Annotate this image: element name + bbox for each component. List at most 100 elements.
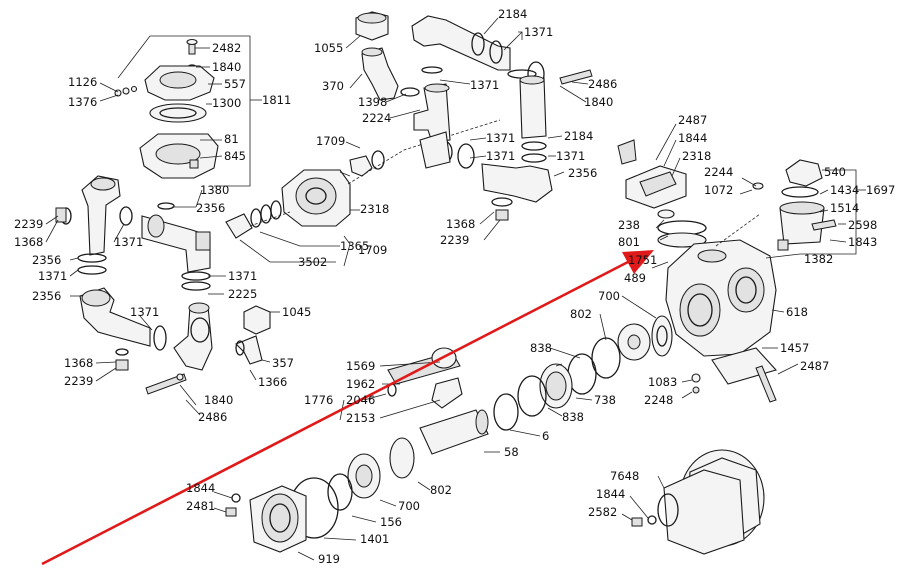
label-2318: 2318: [360, 202, 389, 216]
label-1709: 1709: [316, 134, 345, 148]
label-1380: 1380: [200, 183, 229, 197]
label-7648: 7648: [610, 469, 639, 483]
label-2248: 2248: [644, 393, 673, 407]
label-1072: 1072: [704, 183, 733, 197]
label-238: 238: [618, 218, 640, 232]
label-2356: 2356: [32, 289, 61, 303]
label-2486: 2486: [588, 77, 617, 91]
label-1401: 1401: [360, 532, 389, 546]
label-81: 81: [224, 132, 239, 146]
shaft-58: [419, 409, 489, 455]
label-2184: 2184: [564, 129, 593, 143]
bolt-2486-top: [559, 69, 593, 85]
assembly-2318: [225, 119, 501, 267]
label-802: 802: [430, 483, 452, 497]
label-58: 58: [504, 445, 519, 459]
elbow-357: [235, 335, 263, 365]
label-357: 357: [272, 356, 294, 370]
bracket-1811: [117, 35, 251, 187]
label-1697: 1697: [866, 183, 895, 197]
label-1844: 1844: [678, 131, 707, 145]
label-2224: 2224: [362, 111, 391, 125]
label-2582: 2582: [588, 505, 617, 519]
label-1371: 1371: [556, 149, 585, 163]
label-2487: 2487: [800, 359, 829, 373]
left-manifold: [45, 175, 280, 416]
label-370: 370: [322, 79, 344, 93]
label-2482: 2482: [212, 41, 241, 55]
label-1371: 1371: [114, 235, 143, 249]
label-6: 6: [542, 429, 549, 443]
label-1368: 1368: [14, 235, 43, 249]
label-2356: 2356: [568, 166, 597, 180]
label-1371: 1371: [486, 131, 515, 145]
label-801: 801: [618, 235, 640, 249]
elbow-fitting: [81, 175, 121, 256]
label-1382: 1382: [804, 252, 833, 266]
label-1365: 1365: [340, 239, 369, 253]
diaphragm-1300: [149, 103, 207, 123]
label-1514: 1514: [830, 201, 859, 215]
elbow-370: [361, 47, 399, 101]
label-1371: 1371: [486, 149, 515, 163]
valve-3502: [225, 213, 253, 239]
foot-1457: [711, 347, 777, 385]
label-838: 838: [562, 410, 584, 424]
red-arrow: [41, 250, 654, 566]
label-845: 845: [224, 149, 246, 163]
top-manifold: [345, 11, 593, 241]
label-1083: 1083: [648, 375, 677, 389]
label-1569: 1569: [346, 359, 375, 373]
label-1376: 1376: [68, 95, 97, 109]
label-802: 802: [570, 307, 592, 321]
label-1371: 1371: [524, 25, 553, 39]
label-2239: 2239: [64, 374, 93, 388]
label-1844: 1844: [596, 487, 625, 501]
seal-700: [651, 315, 673, 357]
label-540: 540: [824, 165, 846, 179]
label-1751: 1751: [628, 253, 657, 267]
label-1434: 1434: [830, 183, 859, 197]
label-1126: 1126: [68, 75, 97, 89]
label-2487: 2487: [678, 113, 707, 127]
label-1368: 1368: [64, 356, 93, 370]
label-2244: 2244: [704, 165, 733, 179]
pump-body: [617, 123, 866, 403]
label-1962: 1962: [346, 377, 375, 391]
label-1843: 1843: [848, 235, 877, 249]
label-156: 156: [380, 515, 402, 529]
label-2318: 2318: [682, 149, 711, 163]
tee-2356: [481, 163, 553, 203]
label-557: 557: [224, 77, 246, 91]
nut-1045: [243, 305, 271, 335]
label-489: 489: [624, 271, 646, 285]
label-2239: 2239: [440, 233, 469, 247]
label-2046: 2046: [346, 393, 375, 407]
label-738: 738: [594, 393, 616, 407]
label-2598: 2598: [848, 218, 877, 232]
bolt-2487: [617, 139, 637, 165]
label-1045: 1045: [282, 305, 311, 319]
pipe-2184: [411, 15, 511, 71]
label-1398: 1398: [358, 95, 387, 109]
label-1840: 1840: [584, 95, 613, 109]
label-2356: 2356: [196, 201, 225, 215]
label-618: 618: [786, 305, 808, 319]
label-1371: 1371: [228, 269, 257, 283]
bolt-2486: [145, 373, 187, 395]
label-2239: 2239: [14, 217, 43, 231]
label-1368: 1368: [446, 217, 475, 231]
label-1366: 1366: [258, 375, 287, 389]
label-838: 838: [530, 341, 552, 355]
label-1709: 1709: [358, 243, 387, 257]
label-1371: 1371: [130, 305, 159, 319]
label-1811: 1811: [262, 93, 291, 107]
label-1840: 1840: [212, 60, 241, 74]
part-labels: 2482 1840 1126 557 1376 1300 1811 81 845…: [14, 7, 895, 566]
label-2356: 2356: [32, 253, 61, 267]
label-700: 700: [398, 499, 420, 513]
label-1300: 1300: [212, 96, 241, 110]
rod-2153: [431, 377, 463, 409]
valve-1709: [349, 155, 373, 177]
